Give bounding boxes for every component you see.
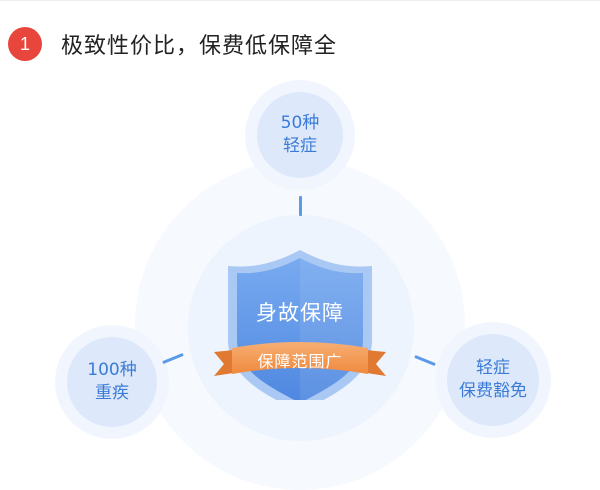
top-divider (0, 0, 600, 1)
step-number-badge: 1 (8, 27, 42, 61)
ribbon-label: 保障范围广 (257, 352, 343, 371)
bubble-label: 轻症 (283, 136, 317, 156)
shield-graphic (214, 250, 386, 400)
bubble-count: 50种 (280, 113, 320, 133)
bubble-label: 重疾 (95, 383, 129, 403)
section-title: 极致性价比，保费低保障全 (61, 34, 338, 59)
bubble-label: 轻症 (476, 358, 510, 378)
shield-label: 身故保障 (256, 301, 344, 325)
feature-bubble-mild-illness: 50种 轻症 (257, 92, 343, 178)
bubble-detail: 保费豁免 (459, 381, 527, 401)
ribbon-band (232, 342, 368, 374)
connector-line-top (299, 196, 302, 216)
section-header: 1 极致性价比，保费低保障全 (8, 27, 337, 61)
bubble-count: 100种 (87, 360, 137, 380)
